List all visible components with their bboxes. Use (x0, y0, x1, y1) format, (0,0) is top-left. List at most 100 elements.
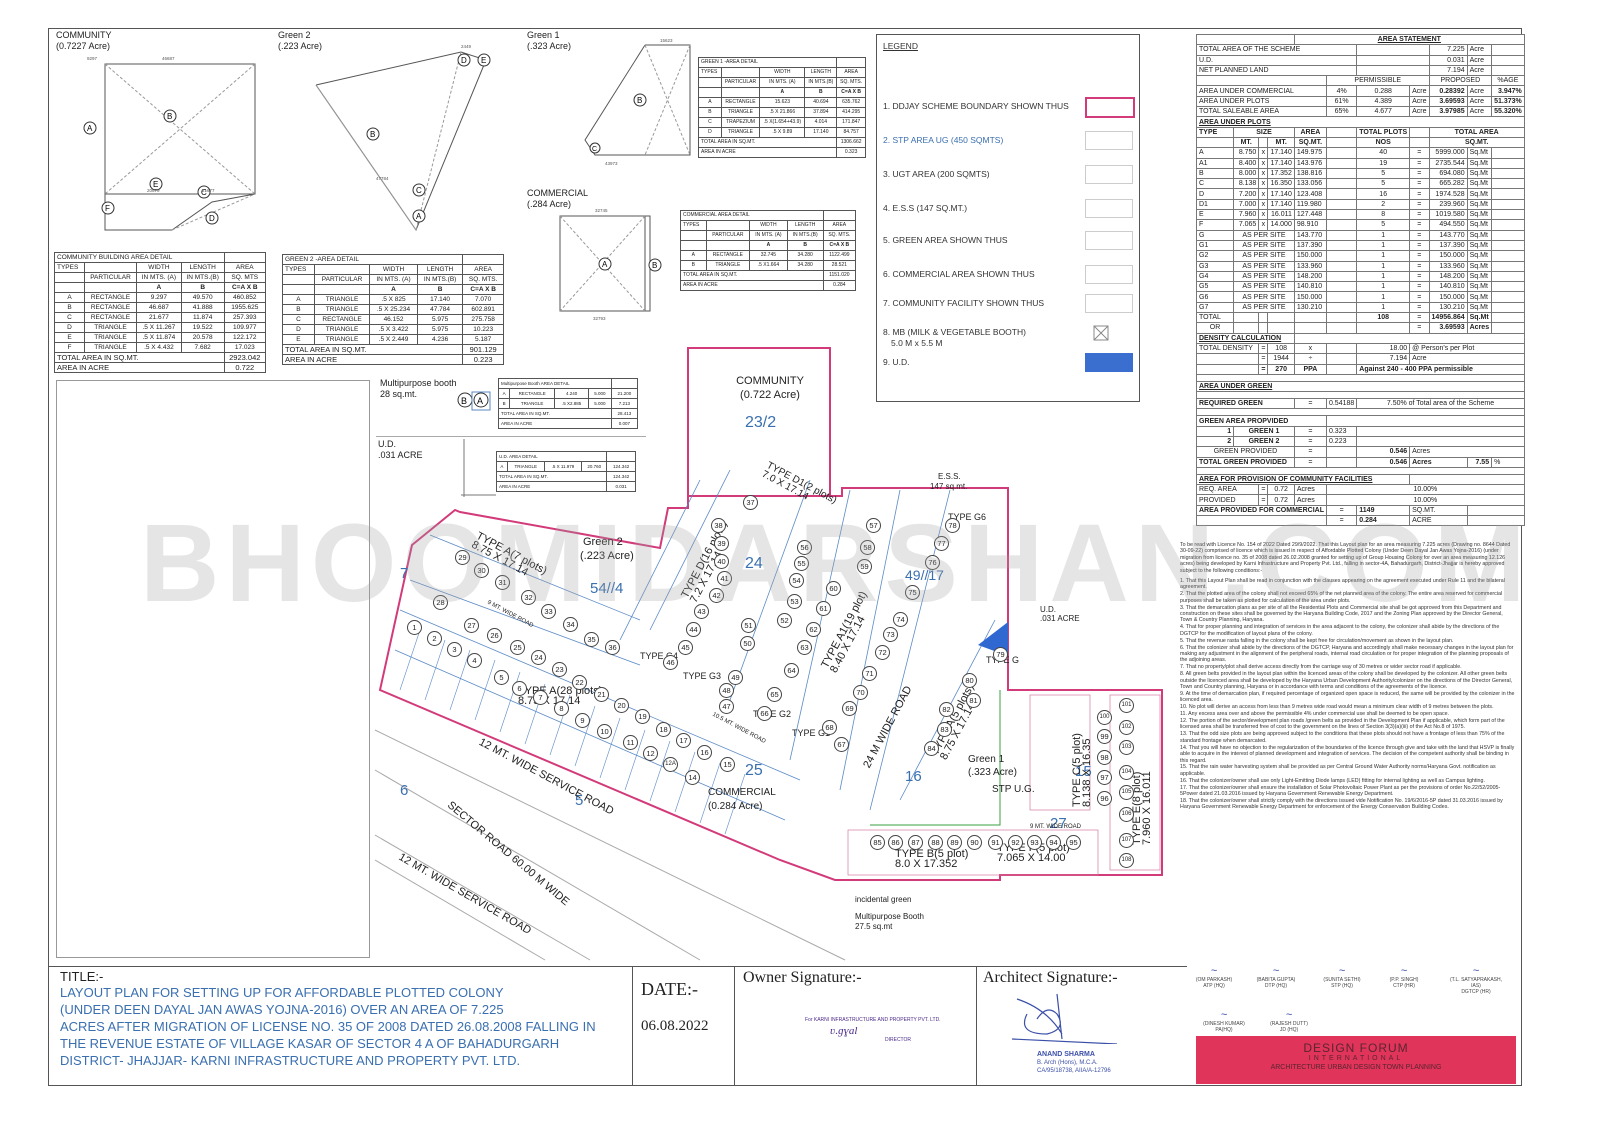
plot-number: 49 (728, 670, 743, 685)
plot-number: 70 (853, 685, 868, 700)
svg-text:32745: 32745 (595, 208, 608, 213)
commercial-sketch: COMMERCIAL (.284 Acre) A B 32745 32793 (525, 188, 675, 338)
incidental-green-label: incidental green (855, 895, 912, 904)
plot-number: 68 (822, 720, 837, 735)
plot-number: 21 (594, 687, 609, 702)
signatories: ~(OM PARKASH)ATP (HQ)~(BABITA GUPTA)DTP … (1184, 945, 1514, 1035)
approval-conditions: To be read with Licence No. 154 of 2022 … (1180, 542, 1515, 811)
acre-label: AREA IN ACRE (281, 354, 464, 365)
plot-number: 92 (1008, 835, 1023, 850)
plot-number: 29 (455, 550, 470, 565)
legend-swatch-ugt (1085, 165, 1133, 184)
signatory: ~(T.L. SATYAPRAKASH, IAS)DGTCP (HR) (1449, 965, 1503, 995)
plot-number: 47 (719, 699, 734, 714)
svg-text:B: B (167, 112, 172, 121)
title-block: TITLE:- LAYOUT PLAN FOR SETTING UP FOR A… (48, 966, 632, 1085)
plot-number: 90 (967, 835, 982, 850)
acre-value: 0.223 (462, 354, 504, 365)
svg-text:E: E (153, 180, 158, 189)
community-sketch-area: (0.7227 Acre) (56, 41, 111, 51)
plot-number: 104 (1119, 765, 1134, 780)
condition-item: 5. That the revenue rasta falling in the… (1180, 637, 1454, 644)
plot-number: 20 (614, 698, 629, 713)
owner-stamp-company: For KARNI INFRASTRUCTURE AND PROPERTY PV… (805, 1017, 941, 1023)
title-line: ACRES AFTER MIGRATION OF LICENSE NO. 35 … (60, 1019, 596, 1034)
legend-item-ud: 9. U.D. (883, 357, 910, 367)
condition-item: 6. That the colonizer shall abide by the… (1180, 644, 1514, 664)
type-g4-label: TYPE G4 (640, 651, 679, 661)
svg-text:C: C (592, 146, 597, 153)
plot-number: 32 (521, 590, 536, 605)
legend-item-stp: 2. STP AREA UG (450 SQMTS) (883, 135, 1004, 145)
ud-area: .031 ACRE (378, 450, 423, 460)
svg-text:9297: 9297 (87, 56, 98, 61)
plot-number: 44 (686, 622, 701, 637)
condition-item: 18. That the colonizer/owner shall stric… (1180, 797, 1503, 811)
condition-item: 3. That the demarcation plans as per sit… (1180, 604, 1503, 624)
condition-item: 10. No plot will derive an access from l… (1180, 704, 1494, 711)
green2-sketch-area: (.223 Acre) (278, 41, 323, 51)
svg-text:20679: 20679 (147, 188, 160, 193)
condition-item: 12. The portion of the sector/developmen… (1180, 718, 1505, 731)
plot-number: 35 (584, 632, 599, 647)
svg-text:A: A (602, 260, 608, 269)
legend-item-community: 7. COMMUNITY FACILITY SHOWN THUS (883, 298, 1045, 308)
plot-number: 31 (495, 575, 510, 590)
legend-item-green: 5. GREEN AREA SHOWN THUS (883, 235, 1008, 245)
svg-text:A: A (477, 396, 483, 406)
khasra-15: 15 (1075, 763, 1092, 780)
plot-number: 3 (447, 642, 462, 657)
plot-number: 102 (1119, 720, 1134, 735)
svg-text:47784: 47784 (376, 176, 389, 181)
green1-sketch-title: Green 1 (527, 30, 560, 40)
plot-number: 10 (597, 724, 612, 739)
svg-text:B: B (637, 96, 642, 105)
plot-type-b: TYPE B(5 plot)8.0 X 17.352 (895, 848, 969, 870)
type-g1-label: TYPE G1 (792, 728, 831, 738)
plot-number: 91 (988, 835, 1003, 850)
svg-text:A: A (87, 124, 93, 133)
plot-number: 98 (1097, 750, 1112, 765)
booth-sketch: B A (457, 391, 491, 411)
plot-number: 28 (433, 595, 448, 610)
plot-number: 60 (826, 581, 841, 596)
condition-item: 17. That the colonizer/owner shall ensur… (1180, 784, 1501, 798)
condition-item: 11. Any excess area over and above the p… (1180, 711, 1450, 718)
condition-item: 15. That the rain water harvesting syste… (1180, 764, 1496, 777)
plot-number: 15 (720, 757, 735, 772)
plot-number: 5 (494, 670, 509, 685)
condition-item: 14. That you will have no objection to t… (1180, 744, 1515, 764)
plot-type-e: TYPE E(8 plot)7.960 X 16.011 (1131, 771, 1153, 845)
plot-number: 53 (787, 594, 802, 609)
title-line: (UNDER DEEN DAYAL JAN AWAS YOJNA-2016) O… (60, 1002, 504, 1017)
design-forum-logo: DESIGN FORUM INTERNATIONAL ARCHITECTURE … (1196, 1036, 1516, 1084)
khasra-16: 16 (905, 768, 922, 785)
plot-number: 48 (719, 683, 734, 698)
community-sketch-drawing: A B C D E F 46687 9297 20679 21677 (83, 56, 256, 231)
booth-title: Multipurpose booth (380, 378, 457, 388)
community-sketch: COMMUNITY (0.7227 Acre) A B C D E F 4668… (52, 30, 274, 250)
architect-signature-block: Architect Signature:- ANAND SHARMA B. Ar… (976, 966, 1187, 1085)
community-sketch-title: COMMUNITY (56, 30, 112, 40)
plot-number: 89 (947, 835, 962, 850)
plot-number: 33 (541, 604, 556, 619)
title-line: THE REVENUE ESTATE OF VILLAGE KASAR OF S… (60, 1036, 560, 1051)
svg-text:32793: 32793 (593, 316, 606, 321)
plot-number: 40 (714, 554, 729, 569)
plot-number: 11 (623, 735, 638, 750)
acre-value: 0.284 (822, 280, 857, 291)
booth-area: 28 sq.mt. (380, 389, 418, 399)
plot-number: 85 (870, 835, 885, 850)
plot-number: 54 (789, 573, 804, 588)
plot-number: 46 (663, 655, 678, 670)
